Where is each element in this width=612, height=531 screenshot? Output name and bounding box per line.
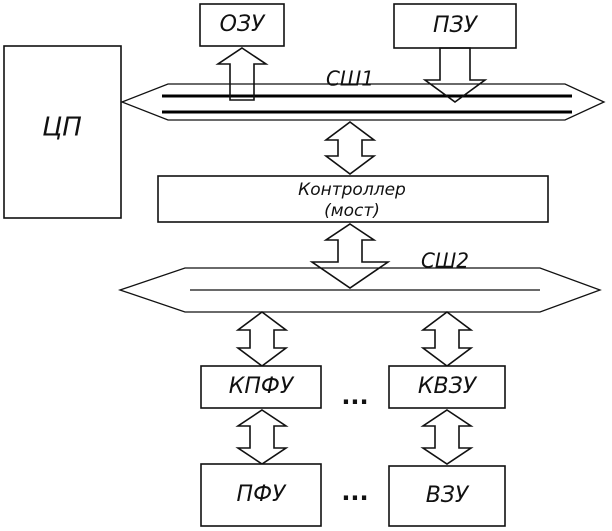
ram-bus-arrow (215, 47, 269, 101)
vzu-block (388, 465, 506, 527)
kpfu-pfu-arrow (235, 409, 289, 465)
bus2-kvzu-arrow (420, 311, 474, 367)
cpu-block (3, 45, 122, 219)
rom-bus-arrow (422, 47, 488, 103)
ram-block (199, 3, 285, 47)
vzu-label: ВЗУ (426, 483, 470, 508)
kpfu-block (200, 365, 322, 409)
ellipsis-row1: ... (341, 382, 368, 410)
kpfu-label: КПФУ (229, 374, 295, 399)
controller-label-line1: Контроллер (298, 180, 406, 200)
kvzu-label: КВЗУ (418, 374, 478, 399)
controller-block (157, 175, 549, 223)
bus1-label: СШ1 (326, 67, 374, 91)
system-bus-2 (117, 267, 602, 313)
cpu-label: ЦП (42, 113, 82, 143)
pfu-block (200, 463, 322, 527)
rom-label: ПЗУ (433, 13, 479, 38)
rom-block (393, 3, 517, 49)
pfu-label: ПФУ (237, 482, 287, 507)
bus1-controller-arrow (323, 121, 377, 175)
controller-label-line2: (мост) (324, 201, 380, 221)
bus2-label: СШ2 (421, 249, 469, 273)
kvzu-block (388, 365, 506, 409)
controller-bus2-arrow (309, 223, 391, 289)
kvzu-vzu-arrow (420, 409, 474, 465)
ellipsis-row2: ... (341, 478, 368, 506)
bus2-kpfu-arrow (235, 311, 289, 367)
ram-label: ОЗУ (220, 12, 266, 37)
